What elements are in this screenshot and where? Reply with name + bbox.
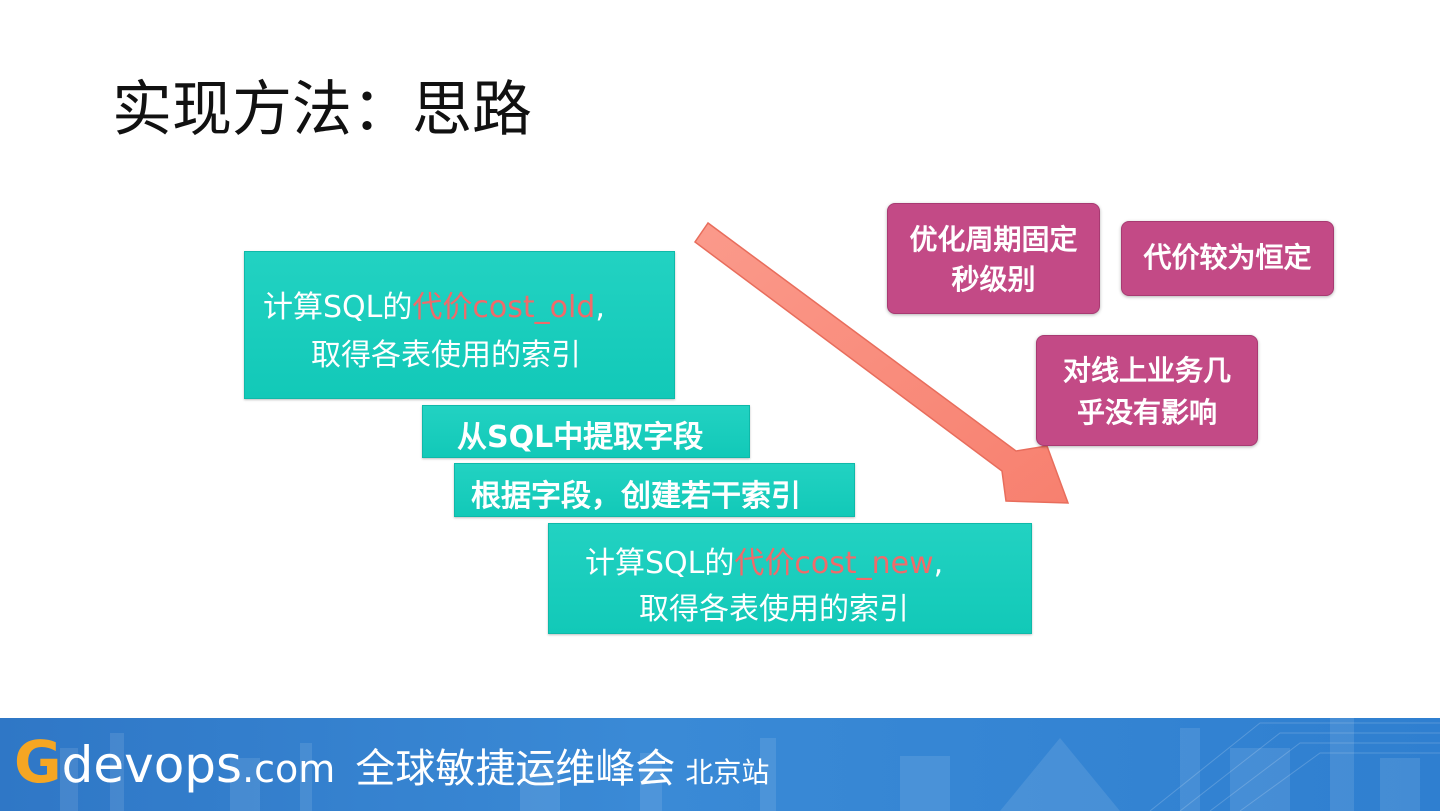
- step-compute-cost-old: 计算SQL的代价cost_old, 取得各表使用的索引: [244, 251, 675, 399]
- note-stable-cost: 代价较为恒定: [1121, 221, 1334, 296]
- step-line: 从SQL中提取字段: [457, 420, 704, 455]
- step-text: 计算SQL的: [585, 546, 735, 581]
- step-text: ,: [595, 290, 605, 325]
- city-skyline-icon: [60, 718, 1440, 811]
- brand-logo: Gdevops.com 全球敏捷运维峰会北京站: [14, 728, 769, 796]
- brand-devops: devops: [61, 736, 243, 794]
- note-line: 秒级别: [951, 263, 1036, 296]
- step-line: 取得各表使用的索引: [639, 592, 909, 627]
- brand-g: G: [14, 728, 62, 796]
- note-no-online-impact: 对线上业务几 乎没有影响: [1036, 335, 1258, 446]
- note-line: 优化周期固定: [909, 223, 1078, 256]
- step-compute-cost-new: 计算SQL的代价cost_new, 取得各表使用的索引: [548, 523, 1032, 634]
- step-line: 根据字段，创建若干索引: [471, 479, 801, 514]
- note-line: 对线上业务几: [1062, 354, 1231, 387]
- event-name: 全球敏捷运维峰会: [355, 746, 676, 792]
- step-line: 计算SQL的代价cost_old,: [263, 282, 605, 326]
- step-line: 计算SQL的代价cost_new,: [585, 538, 943, 582]
- diagonal-arrow-icon: [693, 221, 1070, 504]
- step-create-indexes: 根据字段，创建若干索引: [454, 463, 855, 517]
- step-extract-fields: 从SQL中提取字段: [422, 405, 750, 458]
- note-fixed-cycle: 优化周期固定 秒级别: [887, 203, 1100, 314]
- cost-highlight: 代价cost_old: [412, 290, 596, 325]
- footer-banner: Gdevops.com 全球敏捷运维峰会北京站: [0, 718, 1440, 811]
- brand-dotcom: .com: [242, 747, 336, 791]
- event-city: 北京站: [685, 756, 770, 789]
- step-text: ,: [933, 546, 944, 581]
- step-text: 计算SQL的: [263, 290, 413, 325]
- step-line: 取得各表使用的索引: [311, 338, 581, 373]
- note-line: 代价较为恒定: [1143, 241, 1312, 274]
- note-line: 乎没有影响: [1076, 396, 1217, 429]
- slide-title: 实现方法：思路: [112, 75, 532, 145]
- cost-highlight: 代价cost_new: [734, 546, 934, 581]
